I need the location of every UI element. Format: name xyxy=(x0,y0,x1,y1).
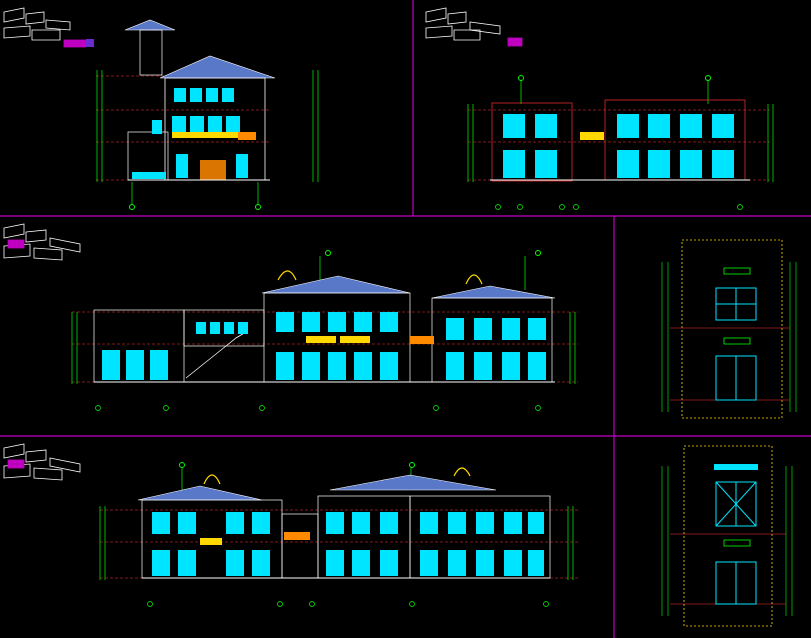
key-plan-thumbnail-4 xyxy=(3,443,81,481)
elevation-top-right xyxy=(425,7,774,210)
detail-window-upper xyxy=(661,239,797,419)
detail-window-lower xyxy=(661,445,793,627)
key-plan-thumbnail xyxy=(3,7,94,48)
elevation-middle-long xyxy=(3,223,578,411)
elevation-top-left xyxy=(3,7,319,210)
key-plan-thumbnail-2 xyxy=(425,7,523,47)
elevation-bottom-long xyxy=(3,443,578,607)
key-plan-thumbnail-3 xyxy=(3,223,81,261)
